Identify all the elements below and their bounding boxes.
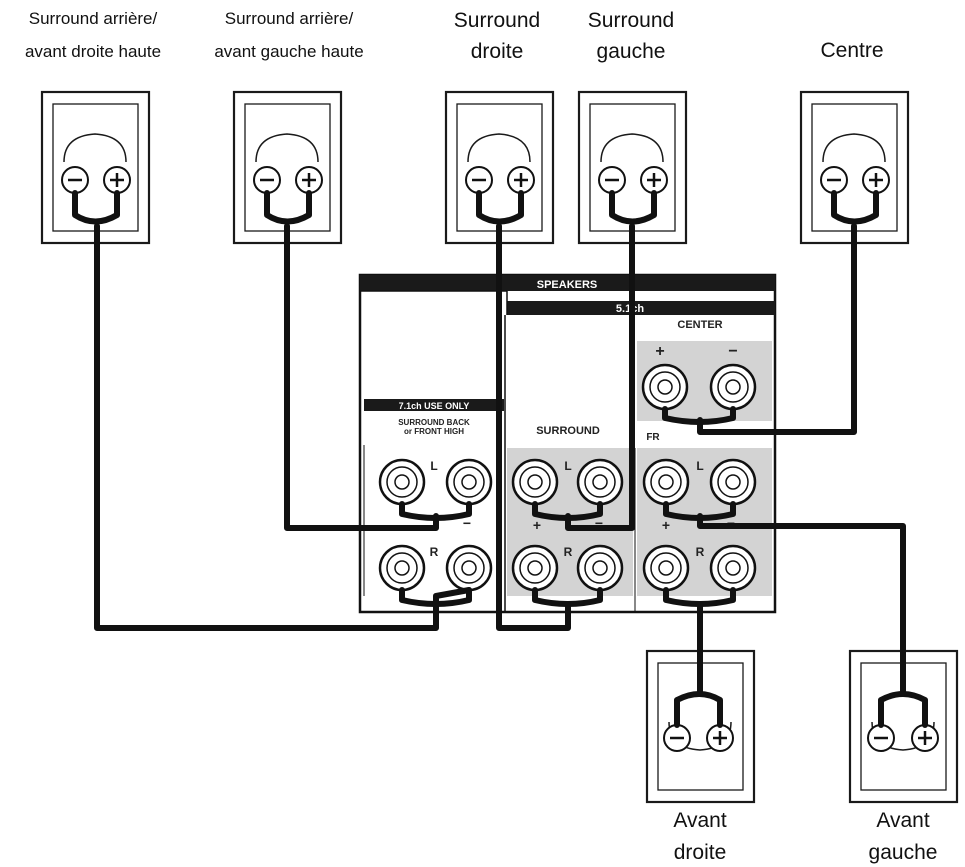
label-back-right-line2: avant droite haute xyxy=(25,42,161,61)
binding-post-icon xyxy=(642,544,690,592)
wire-loop xyxy=(609,190,657,225)
front-plus-sign: + xyxy=(662,517,670,533)
wire-loop xyxy=(674,691,723,728)
label-front-right-line1: Avant xyxy=(673,809,726,832)
wire-front-right-loop xyxy=(663,587,736,607)
label-surround-left: Surround gauche xyxy=(588,9,674,63)
surround-plus-sign: + xyxy=(533,517,541,533)
wire-back-left-loop xyxy=(399,501,472,521)
speaker-surround-left xyxy=(577,90,688,245)
label-front-right-line2: droite xyxy=(674,841,727,864)
wire-center-loop xyxy=(662,406,736,425)
back-minus-sign: − xyxy=(463,515,471,531)
center-plus-sign: + xyxy=(655,343,664,360)
binding-post-icon xyxy=(709,458,757,506)
wire-surround-right xyxy=(496,223,571,631)
wire-surround-right-loop xyxy=(532,587,603,607)
center-label: CENTER xyxy=(677,319,722,331)
speaker-wires xyxy=(72,190,928,728)
wire-front-left-loop xyxy=(663,501,736,521)
front-L-label: L xyxy=(696,459,703,473)
binding-post-icon xyxy=(511,544,559,592)
panel-header-text: SPEAKERS xyxy=(537,279,598,291)
label-front-left: Avant gauche xyxy=(869,809,938,864)
label-back-right-line1: Surround arrière/ xyxy=(29,9,158,28)
label-surround-right-line2: droite xyxy=(471,40,524,63)
panel-51ch-bar xyxy=(507,301,775,315)
wire-loop xyxy=(878,691,928,728)
label-back-left-line2: avant gauche haute xyxy=(214,42,363,61)
binding-post-icon xyxy=(576,544,624,592)
front-high-label: or FRONT HIGH xyxy=(404,427,464,436)
label-back-left-line1: Surround arrière/ xyxy=(225,9,354,28)
back-L-label: L xyxy=(430,459,437,473)
label-center-line1: Centre xyxy=(820,39,883,62)
71ch-only-text: 7.1ch USE ONLY xyxy=(399,401,470,411)
speaker-back-right xyxy=(40,90,151,245)
label-back-right: Surround arrière/ avant droite haute xyxy=(25,9,161,61)
wire-loop xyxy=(476,190,524,225)
wire-back-left xyxy=(284,223,439,531)
binding-post-icon xyxy=(709,363,757,411)
front-R-label: R xyxy=(696,545,705,559)
label-surround-right: Surround droite xyxy=(454,9,540,63)
label-surround-left-line1: Surround xyxy=(588,9,674,32)
binding-post-icon xyxy=(709,544,757,592)
back-R-label: R xyxy=(430,545,439,559)
wire-surround-left xyxy=(565,223,635,531)
wire-loop xyxy=(831,190,879,225)
speaker-cone-icon xyxy=(822,133,886,163)
surround-R-label: R xyxy=(564,545,573,559)
binding-posts xyxy=(378,363,757,592)
label-front-left-line2: gauche xyxy=(869,841,938,864)
wire-back-right xyxy=(94,223,472,631)
binding-post-icon xyxy=(642,458,690,506)
speaker-cone-icon xyxy=(255,133,319,163)
wire-center xyxy=(697,223,857,435)
71ch-only-bar xyxy=(364,399,504,411)
panel-header-bar xyxy=(360,275,775,291)
binding-post-icon xyxy=(445,458,493,506)
speaker-cone-icon xyxy=(467,133,531,163)
binding-post-icon xyxy=(445,544,493,592)
surround-back-label: SURROUND BACK xyxy=(398,418,470,427)
speaker-surround-right xyxy=(444,90,555,245)
speaker-cone-icon xyxy=(600,133,664,163)
center-minus-sign: − xyxy=(728,343,737,360)
wire-back-right-loop xyxy=(399,587,472,607)
surround-minus-sign: − xyxy=(595,515,603,531)
binding-post-icon xyxy=(378,544,426,592)
front-partial-label: FR xyxy=(646,432,660,443)
wire-surround-left-loop xyxy=(532,501,603,521)
binding-post-icon xyxy=(576,458,624,506)
receiver-speaker-panel: SPEAKERS 5.1ch CENTER 7.1ch USE ONLY SUR… xyxy=(358,273,777,614)
label-back-left: Surround arrière/ avant gauche haute xyxy=(214,9,363,61)
wire-loop xyxy=(72,190,120,225)
label-surround-left-line2: gauche xyxy=(597,40,666,63)
label-center: Centre xyxy=(820,39,883,62)
binding-post-icon xyxy=(511,458,559,506)
speaker-cone-icon xyxy=(63,133,127,163)
surround-label: SURROUND xyxy=(536,425,600,437)
label-front-left-line1: Avant xyxy=(876,809,929,832)
label-front-right: Avant droite xyxy=(673,809,726,864)
binding-post-icon xyxy=(378,458,426,506)
speaker-center xyxy=(799,90,910,245)
surround-L-label: L xyxy=(564,459,571,473)
label-surround-right-line1: Surround xyxy=(454,9,540,32)
binding-post-icon xyxy=(641,363,689,411)
wire-loop xyxy=(264,190,312,225)
